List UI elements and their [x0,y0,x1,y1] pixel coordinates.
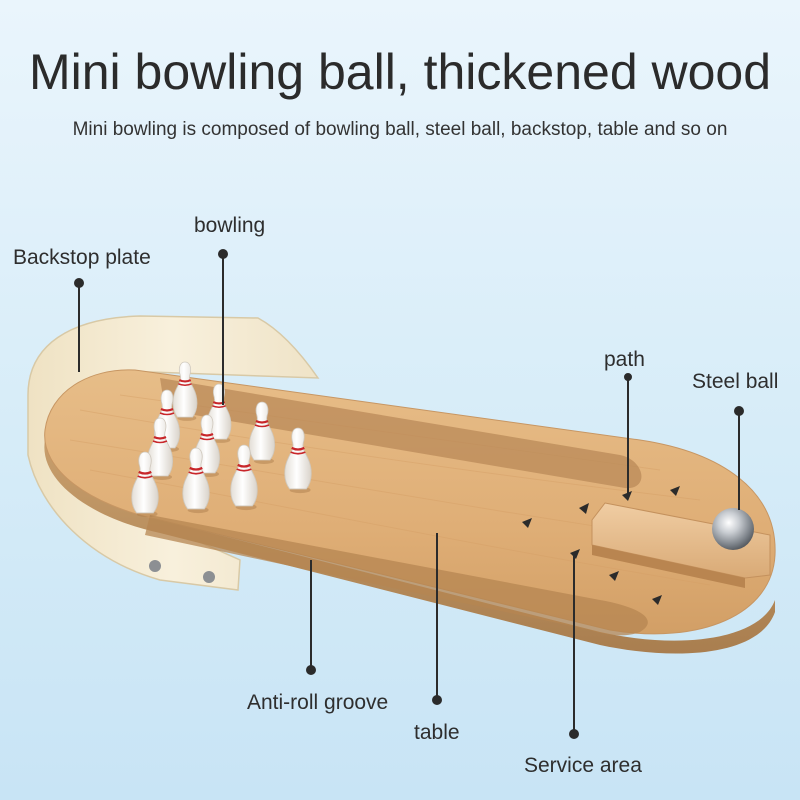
callout-table: table [414,721,460,744]
callout-leaders [74,249,744,739]
bowling-pins [131,361,312,518]
page-subtitle: Mini bowling is composed of bowling ball… [72,119,728,140]
callout-bowling: bowling [194,214,266,237]
bowling-pin-icon [230,444,258,511]
bowling-pin-icon [248,401,276,464]
rivet-icon [203,571,215,583]
steel-ball-icon [712,508,754,550]
bowling-pin-icon [172,361,198,421]
callout-backstop-plate: Backstop plate [13,246,151,269]
callout-service-area: Service area [524,754,642,777]
bowling-pin-icon [131,451,159,518]
ball-path-ramp [591,502,771,588]
page-title: Mini bowling ball, thickened wood [28,44,772,100]
bowling-pin-icon [182,447,210,514]
anti-roll-groove [145,515,648,636]
callout-path: path [604,348,645,371]
bowling-pin-icon [284,427,312,494]
bowling-pin-icon [146,417,174,480]
rivet-icon [149,560,161,572]
upper-groove [160,378,642,489]
callout-steel-ball: Steel ball [692,370,779,393]
callout-anti-roll-groove: Anti-roll groove [247,691,389,714]
